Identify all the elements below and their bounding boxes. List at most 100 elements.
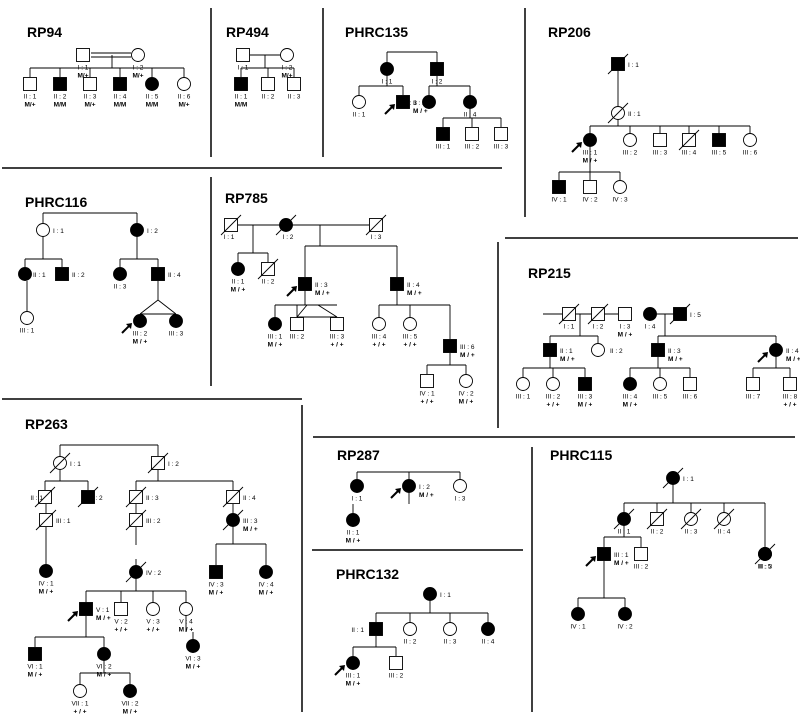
proband-arrowhead-icon <box>576 142 582 148</box>
female-symbol <box>643 307 657 321</box>
female-symbol <box>350 479 364 493</box>
individual-rp263-vi2: VI : 2M / + <box>96 647 112 679</box>
individual-id: I : 4 <box>645 324 656 331</box>
individual-id: IV : 4 <box>258 582 274 589</box>
male-symbol <box>783 377 797 391</box>
female-symbol <box>591 343 605 357</box>
female-symbol <box>443 622 457 636</box>
individual-phrc115-iv2: IV : 2 <box>617 607 633 631</box>
family-title-rp494: RP494 <box>226 24 269 40</box>
individual-rp215-iii5: III : 5 <box>653 377 668 401</box>
individual-id: II : 3 <box>114 284 127 291</box>
genotype-label: + / + <box>546 402 559 409</box>
individual-phrc132-ii4: II : 4 <box>481 622 495 646</box>
female-symbol <box>177 77 191 91</box>
individual-id: I : 2 <box>419 484 430 491</box>
genotype-label: + / + <box>403 342 416 349</box>
individual-rp215-iii3: III : 3M / + <box>578 377 593 409</box>
individual-rp494-i2: I : 2M/+ <box>280 48 294 80</box>
female-symbol <box>422 95 436 109</box>
male-symbol <box>597 547 611 561</box>
male-symbol <box>151 267 165 281</box>
individual-rp494-ii1: II : 1M/M <box>234 77 248 109</box>
individual-id: III : 1 <box>268 334 283 341</box>
individual-rp263-ii1: II : 1 <box>30 486 56 508</box>
individual-id: III : 3 <box>758 564 773 571</box>
individual-rp215-iii4: III : 4M / + <box>623 377 638 409</box>
individual-id: II : 3 <box>84 94 97 101</box>
male-symbol <box>651 343 665 357</box>
individual-id: III : 2 <box>146 518 161 525</box>
genotype-label: M / + <box>413 108 428 115</box>
individual-rp785-ii1: II : 1M / + <box>231 262 246 294</box>
individual-phrc115-ii4: II : 4 <box>713 508 735 536</box>
female-symbol <box>73 684 87 698</box>
genotype-label: M / + <box>28 672 43 679</box>
genotype-label: M / + <box>243 526 258 533</box>
female-symbol <box>169 314 183 328</box>
genotype-label: M / + <box>578 402 593 409</box>
deceased-slash <box>713 508 735 530</box>
individual-id: IV : 1 <box>419 391 435 398</box>
individual-rp94-ii5: II : 5M/M <box>145 77 159 109</box>
genotype-label: M/+ <box>132 73 143 80</box>
female-symbol <box>131 48 145 62</box>
male-symbol <box>53 77 67 91</box>
male-symbol <box>369 622 383 636</box>
proband-arrowhead-icon <box>126 323 132 329</box>
individual-id: III : 2 <box>623 150 638 157</box>
individual-id: I : 2 <box>147 228 158 235</box>
male-symbol <box>430 62 444 76</box>
individual-phrc135-i1: I : 1 <box>380 62 394 86</box>
individual-rp785-ii2: II : 2 <box>257 258 279 286</box>
genotype-label: M / + <box>315 290 330 297</box>
proband-arrowhead-icon <box>72 611 78 617</box>
individual-phrc116-iii2: III : 2M / + <box>121 314 148 346</box>
deceased-slash <box>34 486 56 508</box>
individual-rp287-i3: I : 3 <box>453 479 467 503</box>
genotype-label: M / + <box>123 709 138 716</box>
genotype-label: M / + <box>179 627 194 634</box>
genotype-label: + / + <box>146 627 159 634</box>
individual-rp494-ii2: II : 2 <box>261 77 275 101</box>
proband-arrowhead-icon <box>339 665 345 671</box>
individual-rp785-i1: I : 1 <box>220 214 242 241</box>
individual-id: II : 6 <box>178 94 191 101</box>
genotype-label: M / + <box>259 590 274 597</box>
male-symbol <box>261 77 275 91</box>
male-symbol <box>420 374 434 388</box>
individual-rp263-i2: I : 2 <box>147 452 179 474</box>
genotype-label: M / + <box>268 342 283 349</box>
individual-id: III : 2 <box>546 394 561 401</box>
family-title-phrc115: PHRC115 <box>550 447 612 463</box>
individual-id: II : 4 <box>407 282 420 289</box>
female-symbol <box>546 377 560 391</box>
deceased-slash <box>220 214 242 236</box>
deceased-slash <box>558 303 580 325</box>
genotype-label: M / + <box>96 615 111 622</box>
individual-id: III : 3 <box>494 144 509 151</box>
individual-id: II : 4 <box>168 272 181 279</box>
individual-rp263-iii3: III : 3M / + <box>222 509 258 533</box>
individual-rp287-ii1: II : 1M / + <box>346 513 361 545</box>
genotype-label: M / + <box>209 590 224 597</box>
individual-phrc132-ii2: II : 2 <box>403 622 417 646</box>
individual-phrc135-i2: I : 2 <box>430 62 444 86</box>
individual-rp263-vii1: VII : 1+ / + <box>72 684 89 716</box>
individual-rp785-ii3: II : 3M / + <box>286 277 330 297</box>
individual-rp263-iv2: IV : 2 <box>125 561 162 583</box>
genotype-label: M / + <box>97 672 112 679</box>
individual-id: II : 3 <box>444 639 457 646</box>
male-symbol <box>113 77 127 91</box>
male-symbol <box>76 48 90 62</box>
genotype-label: M/M <box>54 102 67 109</box>
individual-id: III : 1 <box>56 518 71 525</box>
female-symbol <box>481 622 495 636</box>
family-title-rp785: RP785 <box>225 190 268 206</box>
deceased-slash <box>669 303 691 325</box>
individual-rp206-ii1: II : 1 <box>607 102 641 124</box>
genotype-label: M / + <box>668 356 683 363</box>
individual-rp215-iii1: III : 1 <box>516 377 531 401</box>
individual-phrc115-iii2: III : 2 <box>634 547 649 571</box>
individual-id: III : 4 <box>682 150 697 157</box>
